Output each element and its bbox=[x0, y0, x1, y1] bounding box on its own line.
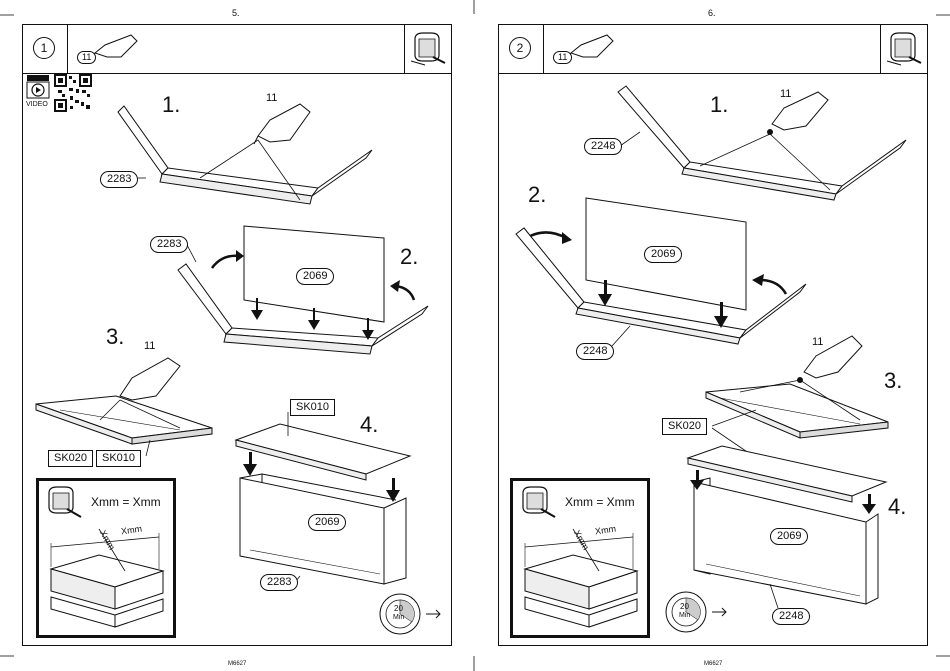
part-2069-label-r2: 2069 bbox=[770, 528, 808, 545]
part-2248-label-3: 2248 bbox=[772, 608, 810, 625]
right-glue-inset: Xmm = Xmm Xmm Xmm bbox=[510, 478, 650, 638]
right-substep-4: 4. bbox=[888, 494, 906, 520]
timer-icon bbox=[664, 590, 732, 634]
timer-unit: Min bbox=[679, 612, 690, 619]
inset-drawer-drawing bbox=[513, 481, 647, 635]
timer-value: 20 bbox=[680, 602, 689, 611]
